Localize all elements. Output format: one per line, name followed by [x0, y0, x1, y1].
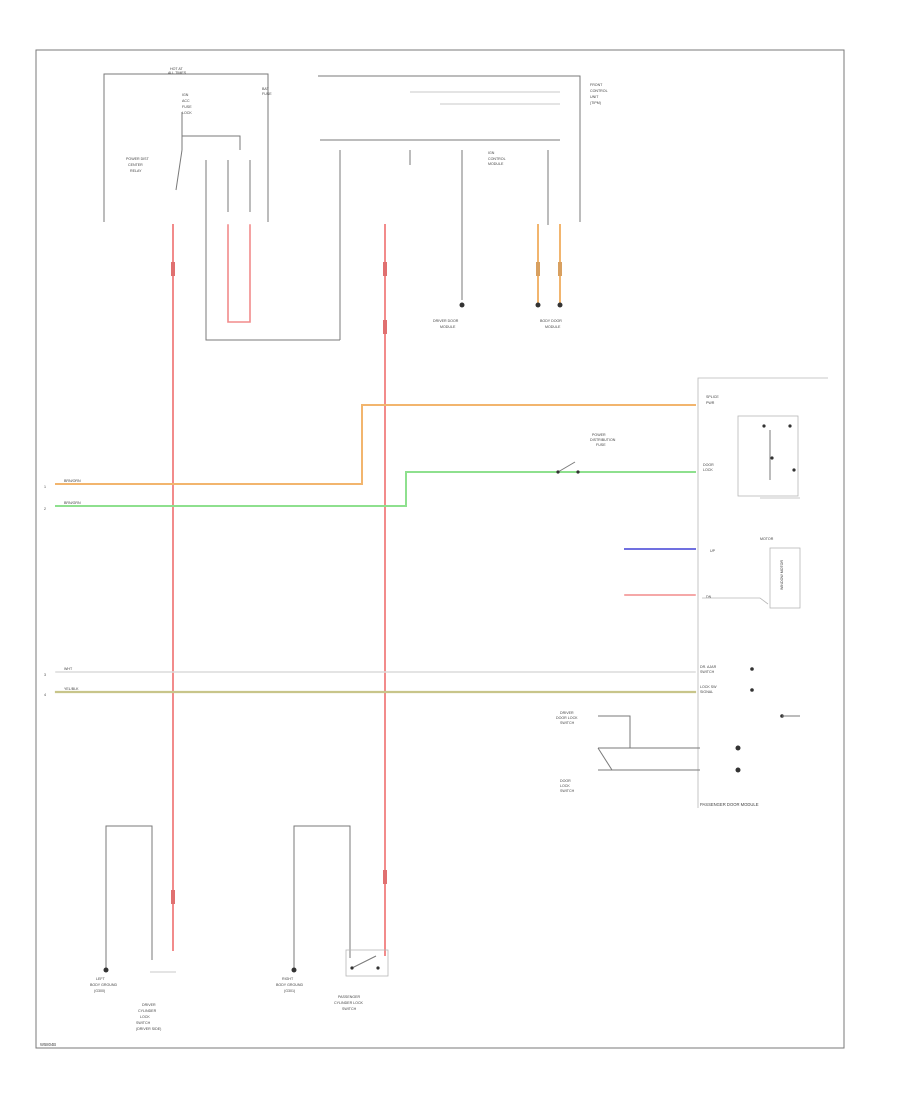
svg-text:2: 2: [44, 507, 46, 511]
svg-text:BODY DOOR: BODY DOOR: [540, 319, 562, 323]
svg-text:RELAY: RELAY: [130, 169, 142, 173]
svg-text:LOCK: LOCK: [560, 784, 570, 788]
svg-text:FUSE: FUSE: [262, 92, 272, 96]
svg-text:IGN: IGN: [182, 93, 189, 97]
footer-code: W5804B: [40, 1042, 56, 1047]
bottom-right-switch: RIGHT BODY GROUND (G301) PASSENGER CYLINDER…: [276, 825, 389, 1011]
svg-text:SIGNAL: SIGNAL: [700, 690, 713, 694]
svg-text:PWR: PWR: [706, 401, 715, 405]
svg-text:MODULE: MODULE: [488, 162, 504, 166]
svg-text:RIGHT: RIGHT: [282, 977, 294, 981]
svg-text:CYLINDER LOCK: CYLINDER LOCK: [334, 1001, 364, 1005]
svg-text:BODY GROUND: BODY GROUND: [276, 983, 303, 987]
svg-text:(DRIVER SIDE): (DRIVER SIDE): [136, 1027, 161, 1031]
svg-text:BRN/ORN: BRN/ORN: [64, 479, 81, 483]
svg-text:UP: UP: [710, 549, 716, 553]
svg-text:DOOR: DOOR: [560, 779, 571, 783]
svg-text:SWITCH: SWITCH: [560, 789, 575, 793]
svg-text:SWITCH: SWITCH: [342, 1007, 357, 1011]
svg-text:BRN/GRN: BRN/GRN: [64, 501, 81, 505]
svg-text:ALL TIMES: ALL TIMES: [168, 71, 187, 75]
svg-text:DRIVER DOOR: DRIVER DOOR: [433, 319, 459, 323]
svg-text:LOCK: LOCK: [140, 1015, 150, 1019]
svg-text:ACC: ACC: [182, 99, 190, 103]
svg-text:WHT: WHT: [64, 667, 73, 671]
svg-text:DISTRIBUTION: DISTRIBUTION: [590, 438, 616, 442]
svg-text:DOOR LOCK: DOOR LOCK: [556, 716, 578, 720]
diagram-frame: [35, 49, 845, 1049]
svg-text:CYLINDER: CYLINDER: [138, 1009, 157, 1013]
svg-text:UNIT: UNIT: [590, 95, 599, 99]
svg-text:DRIVER: DRIVER: [142, 1003, 156, 1007]
svg-text:YEL/BLK: YEL/BLK: [64, 687, 79, 691]
svg-text:BODY GROUND: BODY GROUND: [90, 983, 117, 987]
svg-text:BAT: BAT: [262, 87, 270, 91]
svg-text:CONTROL: CONTROL: [590, 89, 608, 93]
svg-text:LOCK: LOCK: [703, 468, 713, 472]
svg-text:FUSE: FUSE: [182, 105, 192, 109]
svg-text:IGN: IGN: [488, 151, 495, 155]
svg-text:MODULE: MODULE: [440, 325, 456, 329]
svg-text:SWITCH: SWITCH: [700, 670, 715, 674]
svg-text:FRONT: FRONT: [590, 83, 603, 87]
svg-text:PASSENGER DOOR MODULE: PASSENGER DOOR MODULE: [700, 802, 759, 807]
svg-text:DRIVER: DRIVER: [560, 711, 574, 715]
svg-text:LOCK: LOCK: [182, 111, 192, 115]
svg-text:WINDOW MOTOR: WINDOW MOTOR: [780, 560, 784, 590]
wire-orange-horizontal: [55, 404, 696, 485]
svg-text:CONTROL: CONTROL: [488, 157, 506, 161]
svg-text:FUSE: FUSE: [596, 443, 606, 447]
bottom-left-ground: LEFT BODY GROUND (G300) DRIVER CYLINDER LOC…: [90, 825, 176, 1031]
svg-text:HOT AT: HOT AT: [170, 67, 183, 71]
svg-text:(G300): (G300): [94, 989, 105, 993]
svg-text:MOTOR: MOTOR: [760, 537, 774, 541]
svg-text:CENTER: CENTER: [128, 163, 143, 167]
svg-text:POWER: POWER: [592, 433, 606, 437]
wire-red-loop: [227, 224, 251, 323]
svg-text:POWER DIST: POWER DIST: [126, 157, 150, 161]
svg-text:(G301): (G301): [284, 989, 295, 993]
svg-text:DOOR: DOOR: [703, 463, 714, 467]
svg-text:3: 3: [44, 673, 46, 677]
svg-text:1: 1: [44, 485, 46, 489]
svg-text:LOCK SW: LOCK SW: [700, 685, 717, 689]
svg-text:LEFT: LEFT: [96, 977, 106, 981]
svg-text:PASSENGER: PASSENGER: [338, 995, 361, 999]
wire-orange-pair: [535, 150, 563, 308]
svg-text:SPLICE: SPLICE: [706, 395, 719, 399]
svg-text:SWITCH: SWITCH: [560, 721, 575, 725]
left-connector-labels: 1 2 3 4 BRN/ORN BRN/GRN WHT YEL/BLK: [44, 479, 81, 697]
wire-green-horizontal: [55, 471, 696, 507]
svg-text:DN: DN: [706, 595, 712, 599]
svg-text:4: 4: [44, 693, 46, 697]
svg-text:SWITCH: SWITCH: [136, 1021, 151, 1025]
connector-ticks: [171, 262, 562, 904]
svg-text:MODULE: MODULE: [545, 325, 561, 329]
svg-text:(TIPM): (TIPM): [590, 101, 601, 105]
svg-text:DR. AJAR: DR. AJAR: [700, 665, 717, 669]
upper-wire-stubs: DRIVER DOOR MODULE BODY DOOR MODULE: [205, 150, 562, 341]
